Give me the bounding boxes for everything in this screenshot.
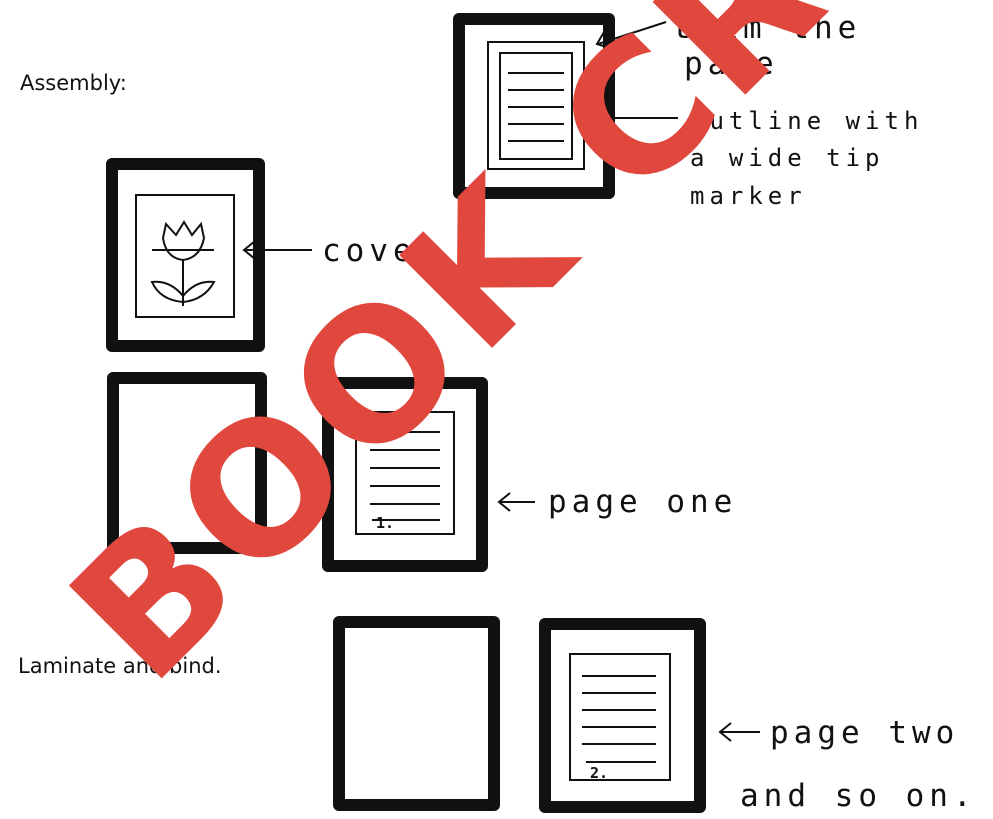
cover-frame	[112, 164, 259, 346]
page-one-arrow	[499, 493, 535, 511]
page-two-spread: 2.	[339, 622, 700, 807]
assembly-heading: Assembly:	[20, 71, 127, 95]
label-page-two: page two	[770, 715, 959, 751]
label-and-so-on: and so on.	[740, 778, 977, 814]
cover-inner-card	[136, 195, 234, 317]
cover-page	[112, 164, 259, 346]
label-page-one: page one	[548, 484, 737, 520]
page-two-number: 2.	[590, 764, 608, 782]
page-two-text-lines	[582, 676, 656, 744]
flower-icon	[152, 222, 214, 306]
page-two-left-blank	[339, 622, 494, 805]
page-two-arrow	[720, 723, 760, 741]
